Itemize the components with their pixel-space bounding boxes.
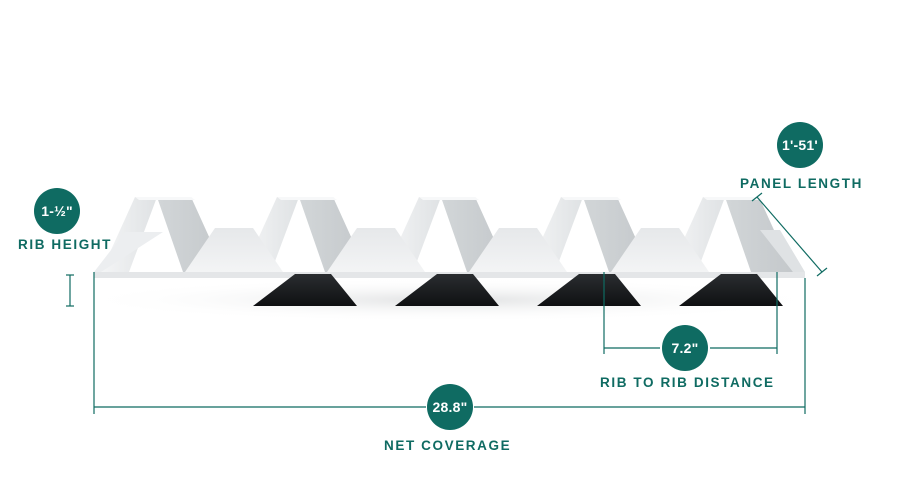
rib-height-badge: 1-½" xyxy=(34,188,80,234)
rib-opening xyxy=(395,274,499,306)
rib-to-rib-badge: 7.2" xyxy=(662,325,708,371)
panel-length-line xyxy=(756,196,823,273)
net-coverage-label: NET COVERAGE xyxy=(384,438,512,453)
rib-right-face xyxy=(725,197,793,272)
rib-opening xyxy=(679,274,783,306)
rib-opening xyxy=(537,274,641,306)
panel-left-flange xyxy=(94,232,163,272)
rib-opening xyxy=(253,274,357,306)
rib-top xyxy=(561,197,621,200)
panel-length-badge: 1'-51' xyxy=(777,122,823,168)
panel-length-tick-bottom xyxy=(816,267,828,277)
panel-valley xyxy=(327,228,425,272)
rib-top xyxy=(419,197,479,200)
rib-top xyxy=(277,197,337,200)
panel-length-label: PANEL LENGTH xyxy=(740,176,863,191)
rib-top xyxy=(135,197,195,200)
rib-to-rib-label: RIB TO RIB DISTANCE xyxy=(600,375,775,390)
rib-height-label: RIB HEIGHT xyxy=(18,237,113,252)
panel-right-flange xyxy=(760,230,805,272)
rib-top xyxy=(703,197,763,200)
panel-length-tick-top xyxy=(751,192,763,202)
metal-roof-panel xyxy=(94,197,805,306)
dimension-lines xyxy=(66,192,828,414)
panel-valley xyxy=(469,228,567,272)
panel-valley xyxy=(185,228,283,272)
panel-valley xyxy=(611,228,709,272)
net-coverage-badge: 28.8" xyxy=(427,384,473,430)
